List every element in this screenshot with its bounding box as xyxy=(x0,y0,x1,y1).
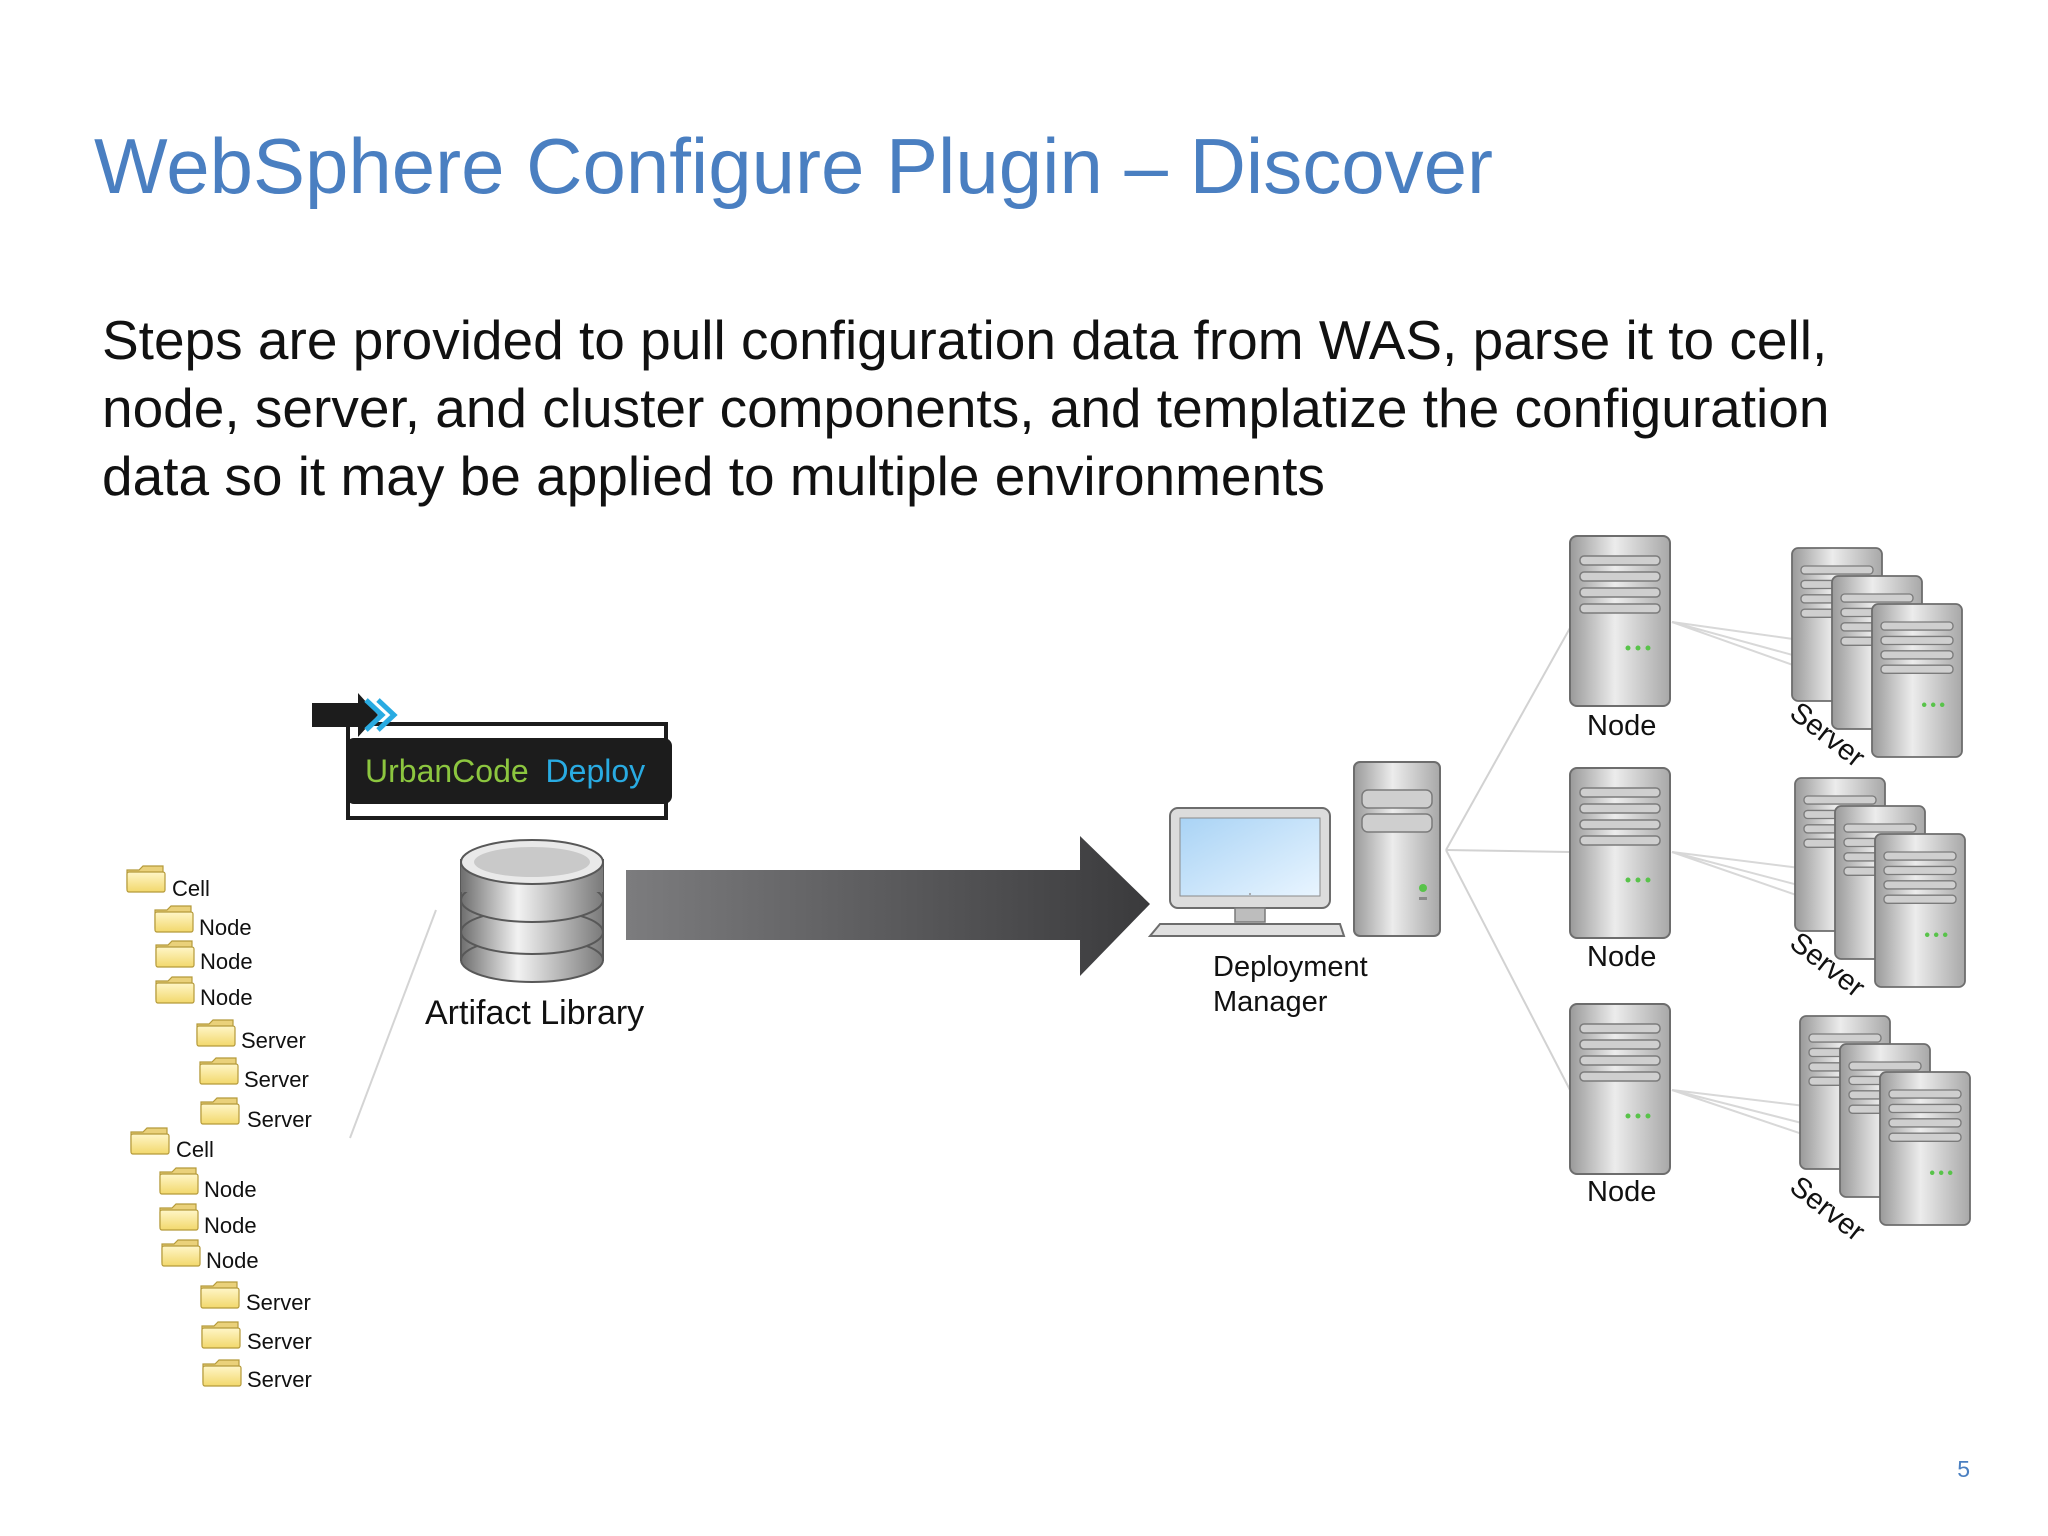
urbancode-deploy-logo: UrbanCode Deploy xyxy=(312,693,672,820)
svg-text:Cell: Cell xyxy=(172,876,210,901)
folder-icon xyxy=(161,1239,201,1267)
svg-text:Server: Server xyxy=(241,1028,306,1053)
svg-text:Node: Node xyxy=(200,949,253,974)
folder-icon xyxy=(199,1057,239,1085)
folder-icon xyxy=(155,976,195,1004)
svg-text:Node: Node xyxy=(199,915,252,940)
logo-word-deploy: Deploy xyxy=(546,753,646,789)
svg-text:UrbanCode Deploy: UrbanCode Deploy xyxy=(365,753,645,789)
tree-item: Server xyxy=(202,1359,312,1392)
folder-icon xyxy=(126,865,166,893)
svg-text:Node: Node xyxy=(206,1248,259,1273)
tree-item: Node xyxy=(161,1239,259,1273)
folder-icon xyxy=(200,1281,240,1309)
tree-item: Node xyxy=(154,905,252,940)
tree-item: Server xyxy=(200,1281,311,1315)
folder-icon xyxy=(159,1167,199,1195)
body-line-3: data so it may be applied to multiple en… xyxy=(102,445,1325,507)
page-number: 5 xyxy=(1957,1456,1970,1482)
svg-text:Server: Server xyxy=(247,1367,312,1392)
tree-item: Server xyxy=(201,1321,312,1354)
folder-icon xyxy=(154,905,194,933)
node-label-2: Node xyxy=(1587,941,1656,973)
slide-body: Steps are provided to pull configuration… xyxy=(102,306,2002,510)
svg-text:Cell: Cell xyxy=(176,1137,214,1162)
database-icon xyxy=(460,839,604,983)
tree-item: Node xyxy=(159,1167,257,1202)
tree-connector xyxy=(349,909,437,1139)
folder-icon xyxy=(201,1321,241,1349)
svg-text:Server: Server xyxy=(247,1107,312,1132)
svg-text:Server: Server xyxy=(244,1067,309,1092)
svg-text:Node: Node xyxy=(200,985,253,1010)
node-label-3: Node xyxy=(1587,1176,1656,1208)
tree-item: Cell xyxy=(126,865,210,901)
slide-title: WebSphere Configure Plugin – Discover xyxy=(94,122,1493,210)
svg-text:Server: Server xyxy=(246,1290,311,1315)
body-line-1: Steps are provided to pull configuration… xyxy=(102,309,1828,371)
manager-node-connectors xyxy=(1445,627,1571,1091)
folder-icon xyxy=(155,940,195,968)
node-server-1 xyxy=(1569,535,1671,707)
tree-item: Server xyxy=(199,1057,309,1092)
node-label-1: Node xyxy=(1587,710,1656,742)
folder-icon xyxy=(159,1203,199,1231)
folder-icon xyxy=(200,1097,240,1125)
node-server-2 xyxy=(1569,767,1671,939)
deployment-manager-label-2: Manager xyxy=(1213,986,1328,1018)
tree-item: Node xyxy=(155,940,253,974)
artifact-library-label: Artifact Library xyxy=(425,994,644,1032)
deploy-arrow xyxy=(626,836,1150,976)
tree-item: Cell xyxy=(130,1127,214,1162)
deployment-manager-label-1: Deployment xyxy=(1213,951,1368,983)
folder-icon xyxy=(202,1359,242,1387)
config-tree: Cell Node Node Node Server Server Server… xyxy=(126,865,312,1392)
svg-text:Node: Node xyxy=(204,1177,257,1202)
workstation-icon xyxy=(1147,761,1441,937)
svg-text:Server: Server xyxy=(247,1329,312,1354)
tree-item: Server xyxy=(200,1097,312,1132)
folder-icon xyxy=(130,1127,170,1155)
tree-item: Node xyxy=(159,1203,257,1238)
svg-text:Node: Node xyxy=(204,1213,257,1238)
body-line-2: node, server, and cluster components, an… xyxy=(102,377,1830,439)
folder-icon xyxy=(196,1019,236,1047)
node-server-3 xyxy=(1569,1003,1671,1175)
tree-item: Server xyxy=(196,1019,306,1053)
logo-word-urbancode: UrbanCode xyxy=(365,753,529,789)
tree-item: Node xyxy=(155,976,253,1010)
